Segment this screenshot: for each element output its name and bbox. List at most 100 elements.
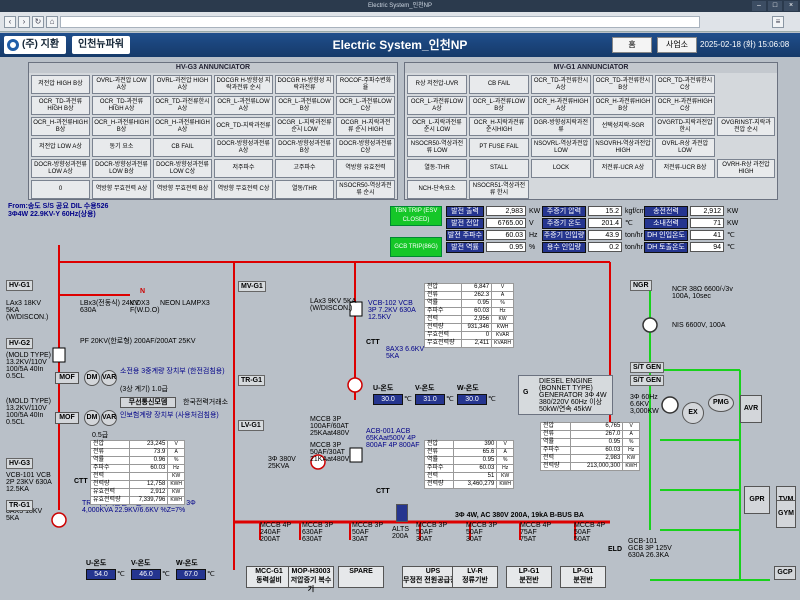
status-label: 주증기 압력 bbox=[542, 206, 586, 217]
meter-label: 유효전력량 bbox=[89, 496, 131, 505]
home-nav-icon[interactable]: ⌂ bbox=[46, 16, 58, 28]
avr-button[interactable]: AVR bbox=[740, 395, 762, 423]
gcp-button[interactable]: GCP bbox=[774, 566, 796, 580]
hv-annunciator-cell: OCGR_H-지락과전류 순시 HIGH bbox=[336, 117, 395, 136]
mv-annunciator-cell: OCR_H-지락과전류 순시HIGH bbox=[469, 117, 529, 136]
lv-acb: ACB-001 ACB 65KAat500V 4P 800AF 4P 800AF bbox=[366, 428, 420, 449]
temp-label: U-온도 bbox=[86, 560, 107, 567]
reload-icon[interactable]: ↻ bbox=[32, 16, 44, 28]
meter-unit: V bbox=[491, 283, 514, 292]
meter-label: 전압 bbox=[89, 440, 131, 449]
lv-tr-spec: 3Φ 380V 25KVA bbox=[268, 456, 296, 470]
feeder-desc: 동력설비 bbox=[256, 577, 282, 584]
st-gen-label-2: S/T GEN bbox=[630, 375, 665, 386]
hv-annunciator-cell: 역방향 무효전력 A상 bbox=[92, 180, 151, 199]
meter-unit: Hz bbox=[491, 307, 514, 316]
close-icon[interactable]: × bbox=[784, 1, 798, 11]
meter-value: 23,245 bbox=[129, 440, 169, 449]
temp-unit: ℃ bbox=[488, 396, 496, 403]
hv-ctt: CTT bbox=[74, 478, 88, 485]
forward-icon[interactable]: › bbox=[18, 16, 30, 28]
mv-breaker-icon[interactable] bbox=[349, 301, 363, 317]
mv-annunciator-cell: DGR-방향성지락과전류 bbox=[531, 117, 591, 136]
hv-pf: PF 20KV(한로형) 200AF/200AT 25KV bbox=[80, 338, 196, 345]
temp-unit: ℃ bbox=[446, 396, 454, 403]
mof-button-1[interactable]: MOF bbox=[55, 372, 79, 384]
meter-label: 전력 bbox=[423, 472, 455, 481]
feeder-name: LP-G1 bbox=[518, 568, 540, 575]
hv-vdx3: V.DX3 F(W.D.O) bbox=[130, 300, 160, 314]
menu-icon[interactable]: ≡ bbox=[772, 16, 784, 28]
gpr-button[interactable]: GPR bbox=[744, 486, 770, 514]
meter-value: 7,339,796 bbox=[129, 496, 169, 505]
meter-value: 262.3 bbox=[460, 291, 493, 300]
dm-icon-2[interactable]: DM bbox=[84, 410, 100, 426]
mv-annunciator-cell: OCR_L-과전류LOW B상 bbox=[469, 96, 529, 115]
status-value: 2,983 bbox=[486, 206, 526, 216]
feeder-button[interactable]: MCC-G1 동력설비 bbox=[246, 566, 292, 588]
feeder-name: UPS bbox=[425, 568, 441, 575]
ngr-breaker-icon[interactable] bbox=[642, 317, 658, 333]
dm-icon-1[interactable]: DM bbox=[84, 370, 100, 386]
meter-value bbox=[129, 472, 169, 481]
meter-label: 전압 bbox=[424, 283, 462, 292]
mv-annunciator-cell: LOCK bbox=[531, 159, 591, 178]
feeder-spec: MCCB 4P 50AF 50AT bbox=[574, 522, 605, 543]
status-unit: kgf/cm² bbox=[625, 208, 648, 215]
meter-label: 전류 bbox=[423, 448, 455, 457]
gcb-trip-button[interactable]: GCB TRIP(86G) bbox=[390, 237, 442, 257]
hv-annunciator-cell: 저전압 LOW A상 bbox=[31, 138, 90, 157]
hv-mold-2: (MOLD TYPE) 13.2KV/110V 100/5A 40In 0.5C… bbox=[6, 398, 51, 426]
meter-unit: V bbox=[167, 440, 185, 449]
temp-label: W-온도 bbox=[176, 560, 198, 567]
meter-value: 0.95 bbox=[569, 438, 624, 447]
mv-annunciator-title: MV-G1 ANNUNCIATOR bbox=[405, 63, 777, 73]
feeder-desc: 정류기반 bbox=[462, 577, 488, 584]
minimize-icon[interactable]: – bbox=[752, 1, 766, 11]
lv-breaker-icon[interactable] bbox=[349, 447, 363, 463]
wireless-modem-button[interactable]: 무선통신모뎀 bbox=[120, 397, 176, 408]
hv-annunciator-cell: CB FAIL bbox=[153, 138, 212, 157]
ncr-label: NCR 38Ω 6600/√3v 100A, 10sec bbox=[672, 286, 733, 300]
status-unit: KW bbox=[529, 208, 541, 215]
meter-label: 전력량 bbox=[424, 323, 462, 332]
office-button[interactable]: 사업소 bbox=[657, 37, 697, 53]
meter-label: 전력량 bbox=[423, 480, 455, 489]
feeder-button[interactable]: SPARE bbox=[338, 566, 384, 588]
url-bar[interactable] bbox=[60, 16, 700, 28]
var-icon-1[interactable]: VAR bbox=[101, 370, 117, 386]
hv-annunciator-cell: 0 bbox=[31, 180, 90, 199]
status-label: DH 인입온도 bbox=[644, 230, 688, 241]
meter-label: 전류 bbox=[424, 291, 462, 300]
hv-breaker-icon[interactable] bbox=[52, 347, 66, 363]
var-icon-2[interactable]: VAR bbox=[101, 410, 117, 426]
mof-button-2[interactable]: MOF bbox=[55, 412, 79, 424]
hv-annunciator-cell: OVRL-과전압 HIGH A상 bbox=[153, 75, 212, 94]
meter-label: 역률 bbox=[540, 438, 571, 447]
maximize-icon[interactable]: □ bbox=[768, 1, 782, 11]
pmg-icon[interactable]: PMG bbox=[708, 394, 734, 412]
meter-unit: KWH bbox=[167, 480, 185, 489]
hv-annunciator-cell: DOCGR H-방향성 지락과전류 순시 bbox=[214, 75, 273, 94]
meter-value: 0 bbox=[460, 331, 493, 340]
feeder-name: MCC-G1 bbox=[255, 568, 283, 575]
mv-annunciator-cell: NSOCR51-역상과전류 한시 bbox=[469, 180, 529, 199]
ex-icon[interactable]: EX bbox=[682, 402, 704, 424]
meter-value: 3,460,279 bbox=[453, 480, 498, 489]
gym-button[interactable]: GYM bbox=[776, 500, 796, 528]
home-button[interactable]: 홈 bbox=[612, 37, 652, 53]
back-icon[interactable]: ‹ bbox=[4, 16, 16, 28]
company-logo[interactable]: (주) 지환 bbox=[4, 36, 66, 54]
status-unit: % bbox=[529, 244, 536, 251]
feeder-name: MOP-H3003 bbox=[291, 568, 331, 575]
tbn-trip-button[interactable]: TBN TRIP (ESV CLOSED) bbox=[390, 206, 442, 226]
hv-annunciator-cell: DOCR-방향성과전류 C상 bbox=[336, 138, 395, 157]
